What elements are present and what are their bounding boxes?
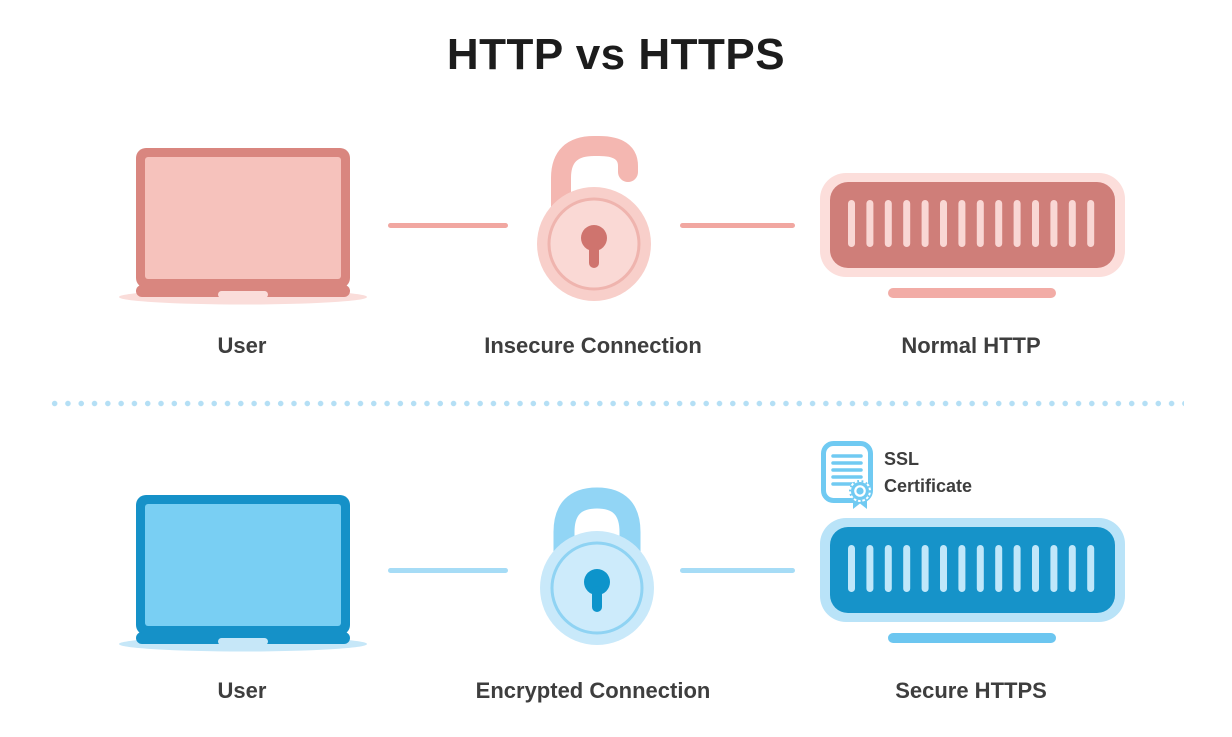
server-outer: [820, 173, 1125, 277]
laptop-notch: [218, 291, 268, 298]
server-icon-svg: [820, 173, 1125, 298]
server-label: Secure HTTPS: [895, 678, 1047, 703]
ssl-label-line2: Certificate: [884, 476, 973, 496]
certificate-seal-center: [856, 487, 864, 495]
open-padlock-icon: [514, 126, 674, 301]
connector-line: [388, 223, 508, 228]
certificate-seal-ring: [854, 485, 866, 497]
laptop-frame: [136, 495, 350, 635]
laptop-icon: [118, 492, 368, 652]
server-icon-svg: [820, 518, 1125, 643]
user-label: User: [217, 678, 267, 703]
server-inner: [830, 182, 1115, 268]
connector-line: [680, 223, 795, 228]
keyhole-stem: [592, 586, 602, 612]
server-vents: [848, 200, 1095, 247]
certificate-ribbon: [853, 497, 867, 509]
ssl-label-line1: SSL: [884, 449, 920, 469]
laptop-notch: [218, 638, 268, 645]
server-vents: [848, 545, 1095, 592]
server-icon: [820, 173, 1125, 298]
padlock-body: [537, 187, 651, 301]
keyhole-stem: [589, 242, 599, 268]
connector-line: [388, 568, 508, 573]
certificate-lines: [831, 454, 863, 486]
ssl-certificate-label: SSL Certificate: [884, 446, 972, 500]
laptop-screen: [145, 504, 341, 626]
laptop-frame: [136, 148, 350, 288]
open-padlock-svg: [537, 136, 651, 301]
laptop-screen: [145, 157, 341, 279]
laptop-icon: [118, 145, 368, 305]
closed-padlock-icon: [517, 472, 677, 647]
connector-line: [680, 568, 795, 573]
laptop-base: [136, 285, 350, 297]
connection-label: Insecure Connection: [484, 333, 702, 358]
padlock-shackle-open: [551, 136, 638, 238]
certificate-seal-halo: [849, 480, 871, 502]
server-stand: [888, 633, 1056, 643]
laptop-shadow: [119, 289, 367, 305]
server-inner: [830, 527, 1115, 613]
connection-label: Encrypted Connection: [475, 678, 711, 703]
certificate-seal: [851, 482, 869, 500]
ssl-certificate-icon: [820, 440, 878, 510]
laptop-shadow: [119, 636, 367, 652]
padlock-body: [540, 531, 654, 645]
certificate-seal-scallop: [849, 480, 871, 502]
server-outer: [820, 518, 1125, 622]
ssl-certificate-svg: [821, 441, 873, 509]
server-icon: [820, 518, 1125, 643]
user-label: User: [217, 333, 267, 358]
laptop-icon-svg: [119, 148, 367, 305]
padlock-shackle-closed: [553, 487, 641, 591]
page-title: HTTP vs HTTPS: [446, 30, 786, 79]
laptop-base: [136, 632, 350, 644]
certificate-paper: [821, 441, 873, 503]
closed-padlock-svg: [540, 487, 654, 645]
keyhole-icon: [584, 569, 610, 595]
dotted-divider: [48, 400, 1184, 407]
laptop-icon-svg: [119, 495, 367, 652]
padlock-inner-ring: [550, 541, 644, 635]
server-stand: [888, 288, 1056, 298]
server-label: Normal HTTP: [901, 333, 1041, 358]
keyhole-icon: [581, 225, 607, 251]
padlock-inner-ring: [547, 197, 641, 291]
